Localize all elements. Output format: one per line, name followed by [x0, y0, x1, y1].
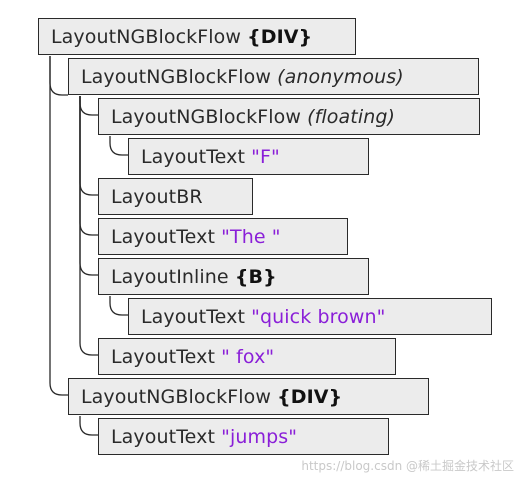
node-layouttext-quick-brown: LayoutText "quick brown" [128, 298, 492, 335]
node-annotation: (anonymous) [277, 65, 404, 88]
node-class-name: LayoutNGBlockFlow [111, 105, 301, 128]
node-layouttext-fox: LayoutText " fox" [98, 338, 396, 375]
watermark: https://blog.csdn @稀土掘金技术社区 [301, 459, 514, 473]
node-class-name: LayoutText [141, 145, 246, 168]
connector-n1-n5 [79, 96, 98, 236]
node-layoutngblockflow-anonymous: LayoutNGBlockFlow (anonymous) [68, 58, 479, 95]
connector-n1-n6 [79, 96, 98, 276]
node-annotation: (floating) [307, 105, 396, 128]
node-tag: {DIV} [277, 385, 343, 408]
connector-n1-n8 [79, 96, 98, 356]
node-layoutngblockflow-floating: LayoutNGBlockFlow (floating) [98, 98, 480, 135]
node-string-literal: " fox" [221, 345, 275, 368]
connector-n0-n1 [49, 56, 68, 96]
node-layoutngblockflow-div-root: LayoutNGBlockFlow {DIV} [38, 18, 356, 55]
node-layouttext-f: LayoutText "F" [128, 138, 369, 175]
node-class-name: LayoutText [111, 345, 216, 368]
node-class-name: LayoutNGBlockFlow [51, 25, 241, 48]
connector-n2-n3 [109, 136, 128, 156]
node-class-name: LayoutBR [111, 185, 203, 208]
node-class-name: LayoutText [111, 425, 216, 448]
node-layouttext-the: LayoutText "The " [98, 218, 348, 255]
node-string-literal: "F" [251, 145, 280, 168]
node-layoutinline-b: LayoutInline {B} [98, 258, 369, 295]
connector-n6-n7 [109, 296, 128, 316]
node-class-name: LayoutNGBlockFlow [81, 65, 271, 88]
node-class-name: LayoutText [141, 305, 246, 328]
connector-n1-n2 [79, 96, 98, 116]
node-tag: {DIV} [247, 25, 313, 48]
connector-n0-n9 [49, 56, 68, 396]
connector-n9-n10 [79, 416, 98, 436]
node-layouttext-jumps: LayoutText "jumps" [98, 418, 389, 455]
node-tag: {B} [234, 265, 277, 288]
node-string-literal: "The " [221, 225, 281, 248]
node-layoutngblockflow-div: LayoutNGBlockFlow {DIV} [68, 378, 429, 415]
node-class-name: LayoutText [111, 225, 216, 248]
node-class-name: LayoutInline [111, 265, 229, 288]
node-string-literal: "jumps" [221, 425, 298, 448]
node-string-literal: "quick brown" [251, 305, 386, 328]
node-layoutbr: LayoutBR [98, 178, 253, 215]
node-class-name: LayoutNGBlockFlow [81, 385, 271, 408]
